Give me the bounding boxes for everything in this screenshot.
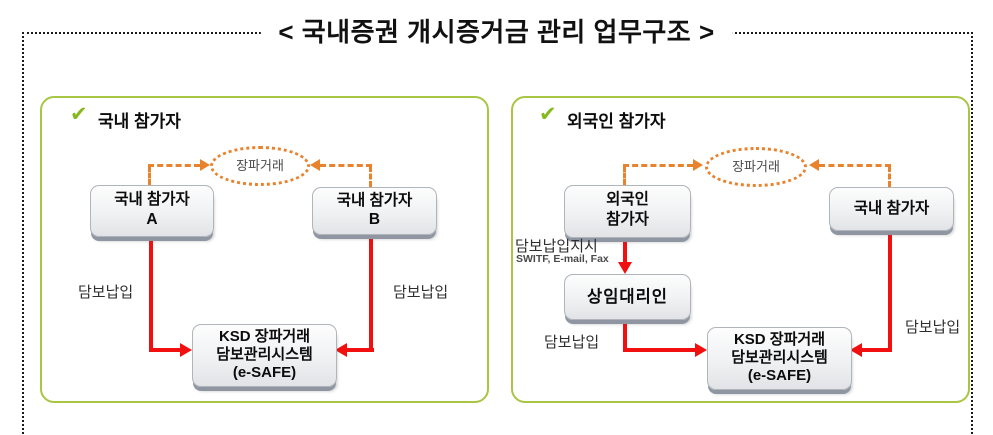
foreign-panel-header: 외국인 참가자 (567, 112, 666, 131)
trade-dash-line (623, 166, 626, 185)
ksd-line3: (e-SAFE) (232, 364, 297, 381)
participant-a-suffix: A (146, 211, 158, 228)
page-title: < 국내증권 개시증거금 관리 업무구조 > (260, 12, 733, 49)
red-flow-line (623, 316, 627, 352)
trade-dash-line (148, 164, 200, 167)
trade-ellipse: 장파거래 (210, 146, 310, 186)
red-flow-line (149, 229, 153, 350)
domestic-participant-box: 국내 참가자 (829, 187, 954, 231)
standing-agent-label: 상임대리인 (587, 288, 668, 306)
check-icon: ✔ (539, 103, 557, 126)
trade-dash-line (623, 164, 693, 167)
ksd-line2: 담보관리시스템 (731, 349, 828, 366)
participant-b-suffix: B (368, 211, 381, 228)
trade-dash-line (320, 164, 372, 167)
instruction-channels-label: SWITF, E-mail, Fax (516, 253, 609, 265)
deposit-label-left: 담보납입 (544, 334, 600, 351)
red-flow-line (862, 348, 892, 352)
ksd-line2: 담보관리시스템 (216, 346, 313, 363)
deposit-label-right: 담보납입 (393, 284, 449, 301)
participant-a-box: 국내 참가자 A (90, 185, 214, 237)
trade-dash-line (148, 166, 151, 185)
red-flow-line (369, 228, 373, 350)
ksd-system-box: KSD 장파거래 담보관리시스템 (e-SAFE) (707, 327, 852, 390)
ksd-line1: KSD 장파거래 (733, 331, 826, 348)
participant-b-box: 국내 참가자 B (312, 187, 437, 235)
orange-arrow-right-icon (200, 159, 210, 171)
red-arrow-left-icon (335, 343, 347, 357)
red-flow-line (623, 230, 627, 263)
red-flow-line (149, 348, 182, 352)
trade-dash-line (819, 164, 891, 167)
ksd-line1: KSD 장파거래 (218, 328, 311, 345)
red-arrow-left-icon (850, 343, 862, 357)
red-arrow-right-icon (695, 343, 707, 357)
domestic-panel: ✔ 국내 참가자 장파거래 국내 참가자 A 국내 참가자 B 담보납입 담보납… (40, 96, 489, 403)
foreign-participant-line1: 외국인 (606, 191, 649, 208)
deposit-label-right: 담보납입 (905, 319, 961, 336)
trade-dash-line (888, 166, 891, 187)
participant-b-label: 국내 참가자 (336, 192, 413, 209)
foreign-panel: ✔ 외국인 참가자 장파거래 외국인 참가자 국내 참가자 담보납입지시 SWI… (511, 96, 970, 403)
orange-arrow-right-icon (693, 159, 703, 171)
collateral-instruction-label: 담보납입지시 (515, 238, 598, 255)
foreign-participant-line2: 참가자 (606, 211, 649, 228)
red-flow-line (888, 227, 892, 352)
domestic-panel-header: 국내 참가자 (98, 112, 181, 131)
red-flow-line (347, 348, 374, 352)
red-arrow-right-icon (180, 343, 192, 357)
domestic-participant-label: 국내 참가자 (853, 200, 930, 217)
participant-a-label: 국내 참가자 (114, 191, 190, 208)
deposit-label-left: 담보납입 (78, 284, 134, 301)
ksd-system-box: KSD 장파거래 담보관리시스템 (e-SAFE) (192, 324, 337, 387)
ksd-line3: (e-SAFE) (747, 367, 812, 384)
red-arrow-down-icon (618, 262, 632, 274)
foreign-participant-box: 외국인 참가자 (564, 185, 691, 238)
orange-arrow-left-icon (809, 159, 819, 171)
red-flow-line (623, 348, 697, 352)
orange-arrow-left-icon (310, 159, 320, 171)
standing-agent-box: 상임대리인 (564, 274, 691, 320)
check-icon: ✔ (70, 103, 88, 126)
trade-ellipse: 장파거래 (705, 147, 807, 187)
trade-dash-line (369, 166, 372, 187)
